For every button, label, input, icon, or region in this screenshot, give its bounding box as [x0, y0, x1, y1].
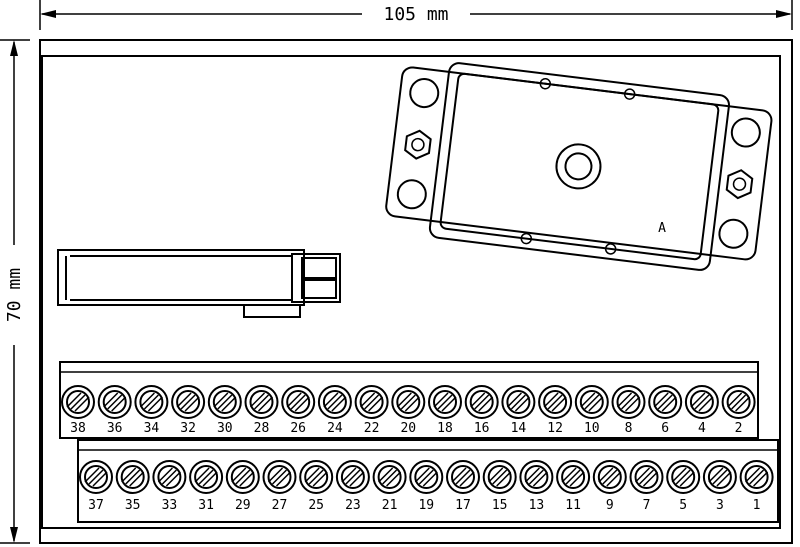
terminal-number: 14	[511, 421, 527, 436]
height-dimension: 70 mm	[0, 39, 30, 544]
part-label-a: A	[658, 221, 666, 236]
terminal-number: 34	[144, 421, 160, 436]
terminal-number: 37	[88, 498, 104, 513]
terminal-number: 15	[492, 498, 508, 513]
terminal-number: 22	[364, 421, 380, 436]
terminal-screw	[61, 385, 95, 419]
terminal-number: 31	[198, 498, 214, 513]
terminal-screw	[171, 385, 206, 419]
terminal-screw	[115, 460, 150, 494]
terminal-screw	[372, 460, 407, 494]
terminal-screw	[501, 385, 536, 419]
terminal-screw	[97, 385, 132, 419]
terminal-number: 29	[235, 498, 251, 513]
height-label: 70 mm	[4, 268, 25, 322]
terminal-number: 16	[474, 421, 490, 436]
terminal-screw	[134, 385, 169, 419]
terminal-screw	[482, 460, 517, 494]
terminal-number: 8	[625, 421, 633, 436]
terminal-screw	[538, 385, 573, 419]
terminal-screw	[556, 460, 591, 494]
terminal-block-top: 38 36 34 32 30 28 26 24 22 20 18 16 14 12 10 8 6 4 2	[59, 361, 759, 439]
terminal-screw	[702, 460, 737, 494]
enclosure-outline	[39, 39, 793, 544]
terminal-number: 3	[716, 498, 724, 513]
terminal-number: 5	[679, 498, 687, 513]
din-rail-clip	[57, 249, 341, 318]
terminal-screw	[409, 460, 444, 494]
terminal-screw	[189, 460, 224, 494]
terminal-screw	[317, 385, 352, 419]
terminal-screw	[299, 460, 334, 494]
terminal-screw	[666, 460, 701, 494]
terminal-number: 20	[400, 421, 416, 436]
terminal-number: 32	[180, 421, 196, 436]
terminal-screw	[721, 385, 756, 419]
terminal-number: 24	[327, 421, 343, 436]
terminal-number: 6	[661, 421, 669, 436]
terminal-screw	[684, 385, 719, 419]
terminal-number: 9	[606, 498, 614, 513]
terminal-screw	[611, 385, 646, 419]
terminal-number: 1	[753, 498, 761, 513]
terminal-number: 35	[125, 498, 141, 513]
terminal-screw	[79, 460, 113, 494]
terminal-number: 2	[735, 421, 743, 436]
terminal-number: 27	[272, 498, 288, 513]
terminal-number: 10	[584, 421, 600, 436]
terminal-number: 33	[162, 498, 178, 513]
terminal-screw	[648, 385, 683, 419]
terminal-number: 36	[107, 421, 123, 436]
terminal-screw	[629, 460, 664, 494]
terminal-screw	[739, 460, 774, 494]
terminal-number: 11	[565, 498, 581, 513]
terminal-screw	[519, 460, 554, 494]
terminal-screw	[428, 385, 462, 419]
terminal-number: 28	[254, 421, 270, 436]
connector-housing: A	[385, 62, 773, 271]
terminal-number: 38	[70, 421, 86, 436]
terminal-number: 30	[217, 421, 233, 436]
terminal-screw	[281, 385, 316, 419]
terminal-screw	[207, 385, 242, 419]
terminal-number: 13	[529, 498, 545, 513]
terminal-number: 12	[547, 421, 563, 436]
terminal-screw	[446, 460, 480, 494]
terminal-number: 19	[418, 498, 434, 513]
terminal-screw	[574, 385, 609, 419]
terminal-screw	[225, 460, 260, 494]
terminal-number: 26	[290, 421, 306, 436]
terminal-screw	[335, 460, 370, 494]
terminal-number: 18	[437, 421, 453, 436]
terminal-number: 17	[455, 498, 471, 513]
terminal-number: 25	[308, 498, 324, 513]
terminal-screw	[152, 460, 187, 494]
terminal-screw	[354, 385, 389, 419]
terminal-screw	[262, 460, 297, 494]
terminal-screw	[592, 460, 627, 494]
terminal-screw	[391, 385, 426, 419]
terminal-screw	[244, 385, 279, 419]
width-label: 105 mm	[383, 4, 448, 25]
terminal-screw	[464, 385, 499, 419]
terminal-number: 23	[345, 498, 361, 513]
terminal-number: 4	[698, 421, 706, 436]
width-dimension: 105 mm	[39, 0, 793, 30]
terminal-number: 21	[382, 498, 398, 513]
terminal-number: 7	[643, 498, 651, 513]
